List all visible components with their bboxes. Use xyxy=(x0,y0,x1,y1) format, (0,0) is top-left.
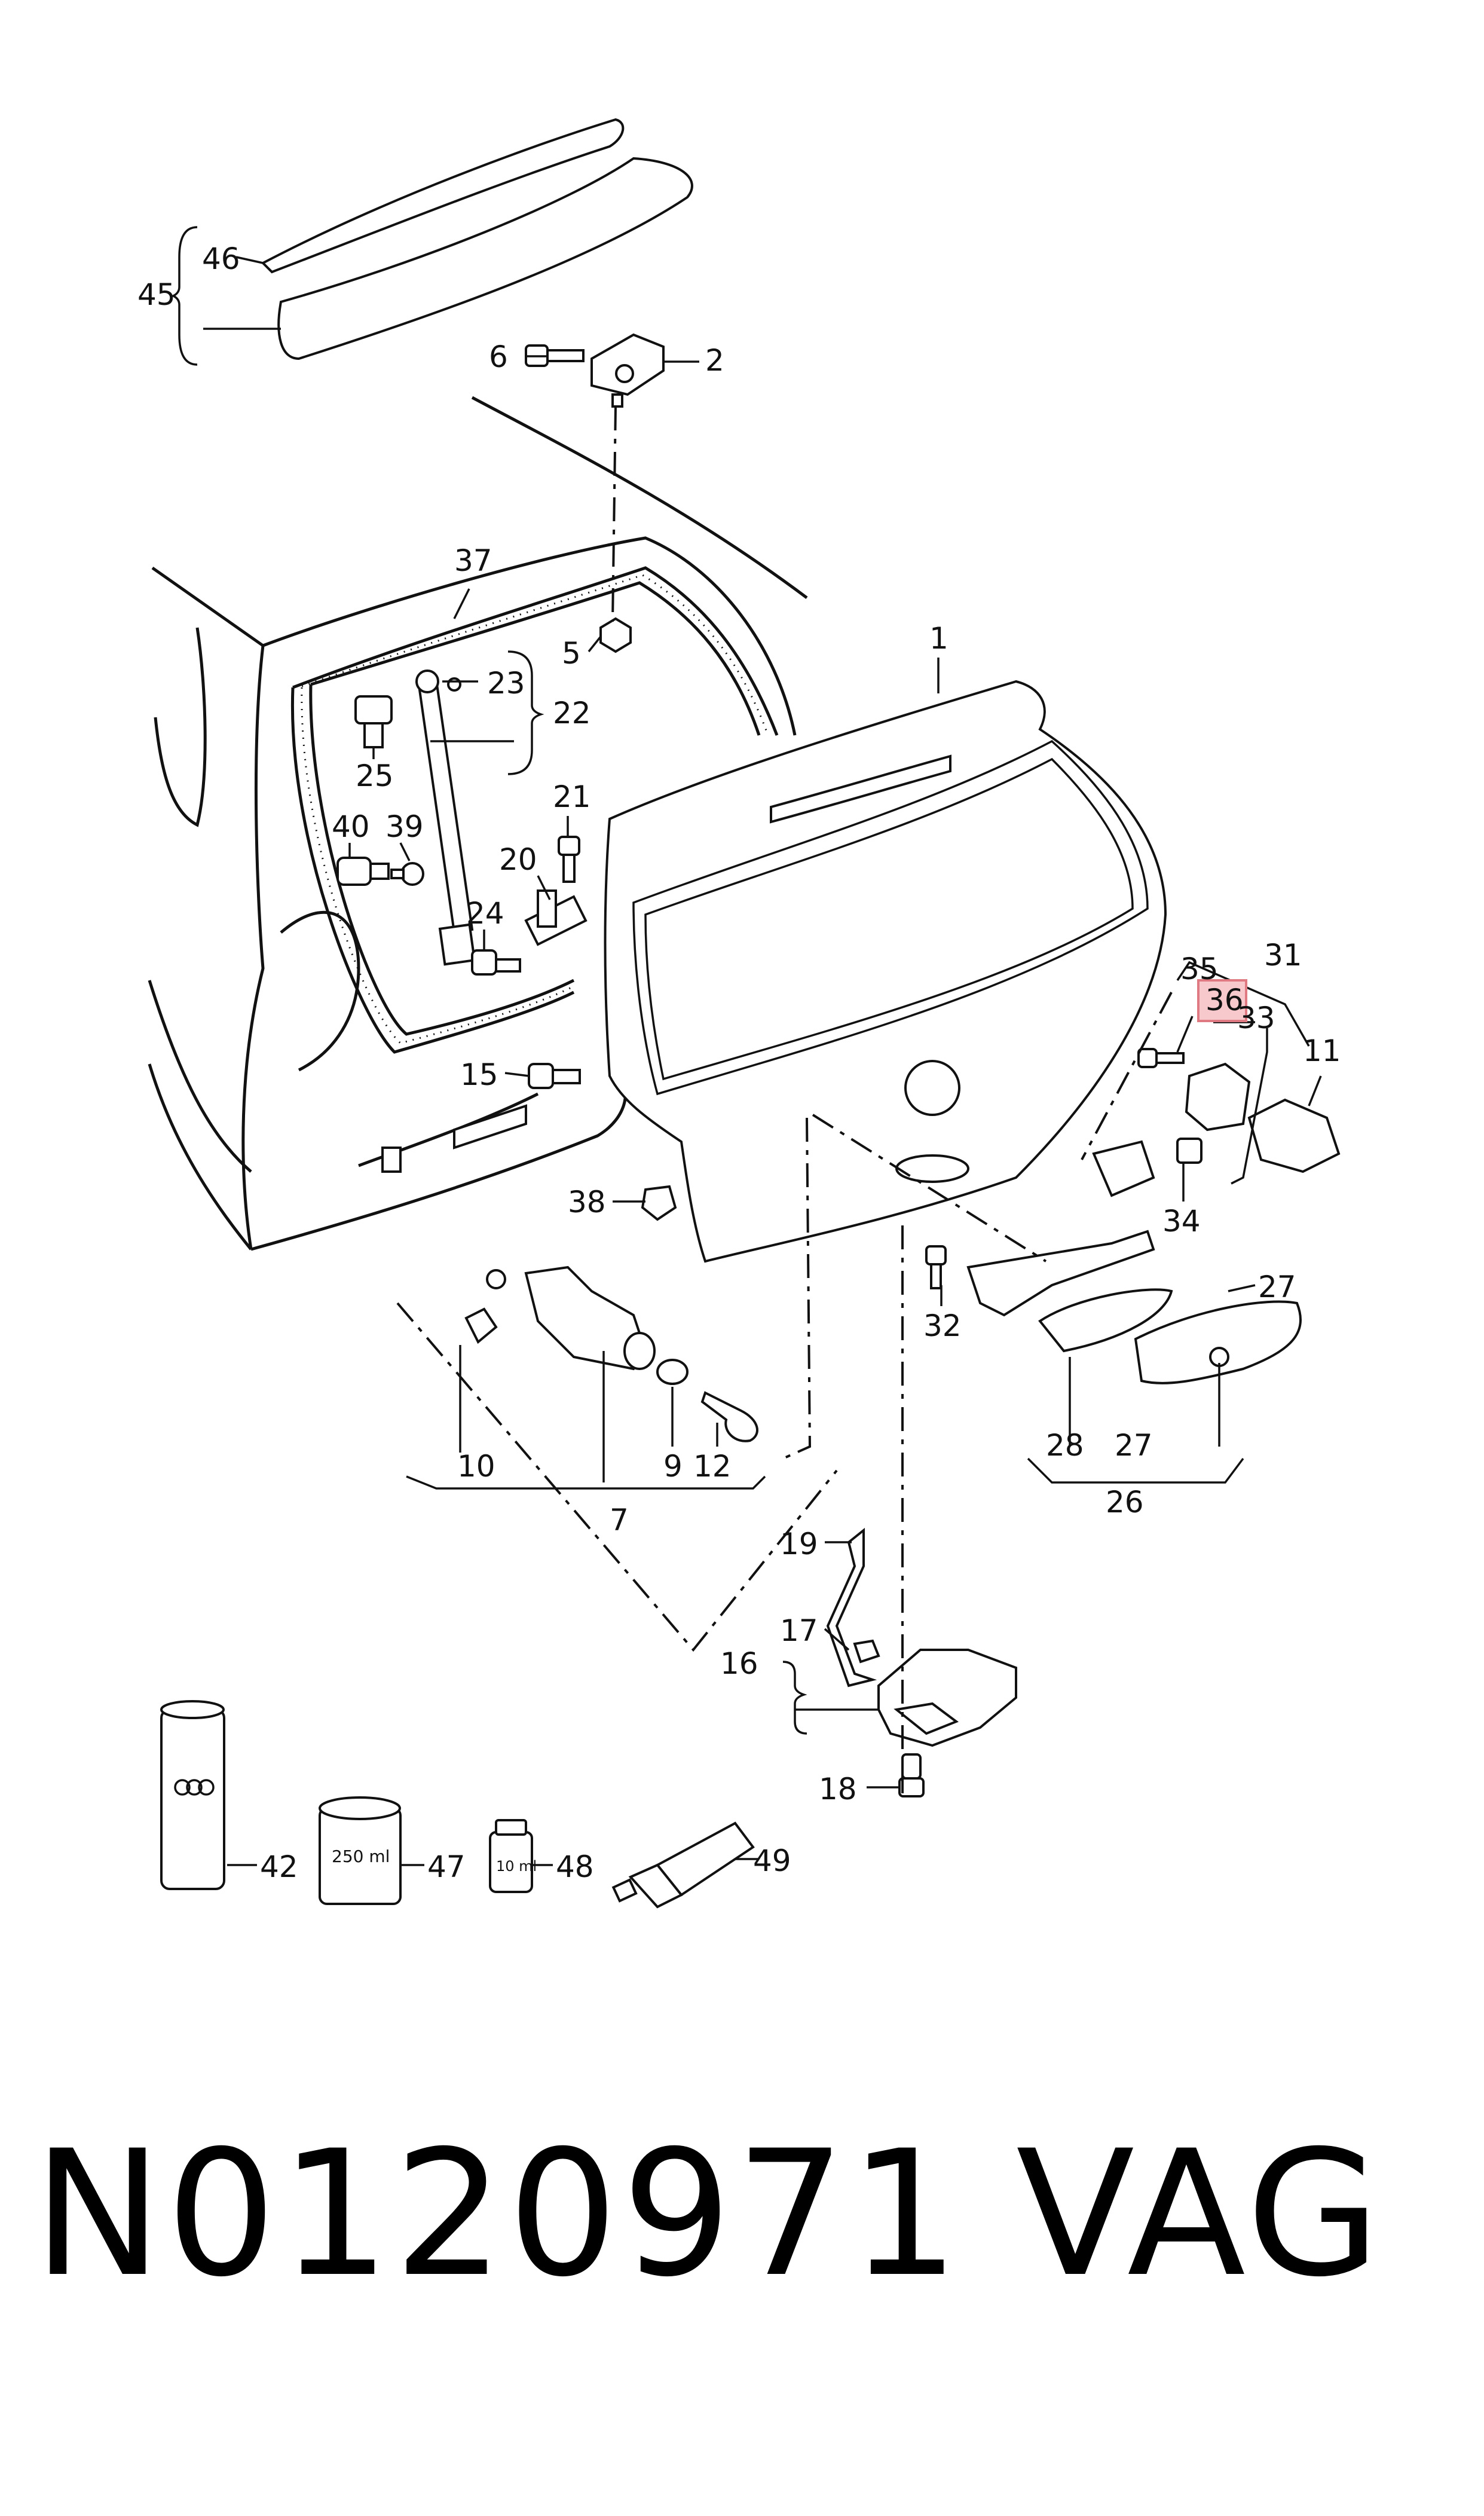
callout-49: 49 xyxy=(753,1844,791,1878)
spray-can-42 xyxy=(160,1700,225,1890)
fastener-25 xyxy=(354,695,393,748)
vehicle-body xyxy=(148,396,808,1251)
roof-spoiler xyxy=(261,118,693,360)
callout-23: 23 xyxy=(487,666,525,701)
callout-10: 10 xyxy=(457,1449,495,1484)
callout-16: 16 xyxy=(720,1646,758,1681)
callout-19: 19 xyxy=(780,1527,818,1561)
handle-26 xyxy=(1038,1288,1302,1384)
callout-33: 33 xyxy=(1237,1001,1275,1035)
callout-28: 28 xyxy=(1046,1428,1084,1463)
bracket-32 xyxy=(925,1140,1155,1317)
callout-2: 2 xyxy=(705,343,724,378)
screw-35 xyxy=(1137,1048,1185,1068)
fastener-39 xyxy=(390,862,424,886)
leader-lines xyxy=(171,226,1322,1866)
callout-9: 9 xyxy=(663,1449,683,1484)
callout-42: 42 xyxy=(260,1849,298,1884)
callout-18: 18 xyxy=(819,1772,857,1806)
latch-assembly xyxy=(826,1527,1017,1797)
switch-11 xyxy=(1247,1098,1341,1173)
vial-48: 10 ml xyxy=(489,1819,537,1893)
callout-31: 31 xyxy=(1264,938,1302,973)
callout-1: 1 xyxy=(929,621,948,656)
callout-5: 5 xyxy=(562,636,581,671)
callout-35: 35 xyxy=(1180,952,1219,986)
buffer-15 xyxy=(528,1063,581,1089)
nut-5 xyxy=(599,617,632,653)
callout-27-bottom: 27 xyxy=(1115,1428,1153,1463)
callout-46: 46 xyxy=(202,241,240,276)
assembly-lines xyxy=(396,406,1173,1793)
clip-38 xyxy=(641,1185,677,1221)
callout-32: 32 xyxy=(923,1309,962,1343)
callout-22: 22 xyxy=(553,696,591,730)
can-47: 250 ml xyxy=(319,1796,402,1905)
callout-39: 39 xyxy=(385,809,424,844)
callout-48: 48 xyxy=(556,1849,594,1884)
part-number: N0120971 xyxy=(33,2114,963,2315)
callout-6: 6 xyxy=(489,340,508,374)
brand-label: VAG xyxy=(1016,2114,1384,2315)
vial-volume-label: 10 ml xyxy=(496,1858,537,1875)
lock-cylinder-set xyxy=(464,1265,758,1442)
tailgate xyxy=(604,680,1167,1263)
callout-38: 38 xyxy=(568,1185,606,1219)
callout-47: 47 xyxy=(427,1849,466,1884)
callout-17: 17 xyxy=(780,1613,818,1648)
callout-40: 40 xyxy=(332,809,370,844)
callout-15: 15 xyxy=(460,1057,498,1092)
callout-27-top: 27 xyxy=(1258,1270,1296,1304)
callout-25: 25 xyxy=(356,759,394,793)
screw-21 xyxy=(558,836,580,883)
callout-11: 11 xyxy=(1303,1034,1341,1068)
callout-36: 36 xyxy=(1205,983,1244,1017)
bracket-20 xyxy=(524,889,588,946)
tailgate-seal xyxy=(290,566,779,1054)
callout-37: 37 xyxy=(454,543,492,578)
callout-12: 12 xyxy=(693,1449,732,1484)
callout-45: 45 xyxy=(137,277,176,312)
buffer-24 xyxy=(471,949,521,976)
highlight-36 xyxy=(1197,979,1247,1022)
hinge-part-2 xyxy=(590,333,665,408)
callout-numbers: 46 45 2 6 37 5 1 23 22 25 40 39 21 20 24… xyxy=(137,241,1341,1884)
fastener-40 xyxy=(336,857,390,886)
callout-21: 21 xyxy=(553,779,591,814)
microswitch-33 xyxy=(1176,1062,1251,1164)
can-volume-label: 250 ml xyxy=(332,1847,390,1866)
callout-26: 26 xyxy=(1106,1485,1144,1520)
callout-34: 34 xyxy=(1162,1204,1201,1239)
callout-24: 24 xyxy=(466,896,504,931)
callout-7: 7 xyxy=(610,1503,629,1537)
callout-20: 20 xyxy=(499,842,537,877)
tube-49 xyxy=(611,1821,755,1909)
